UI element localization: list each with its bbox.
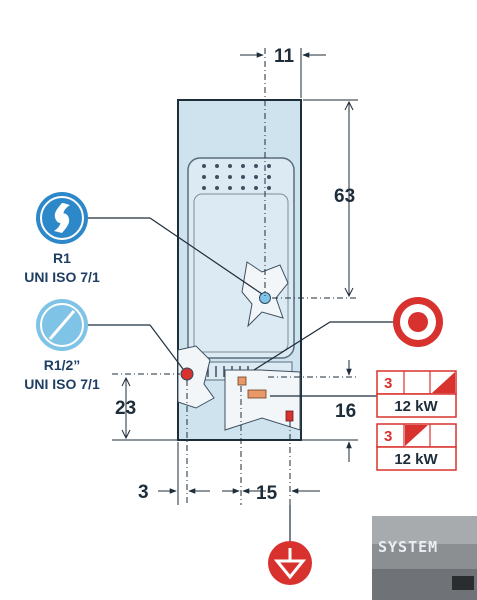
water-supply-icon — [36, 192, 88, 244]
watermark-text: SYSTEM — [378, 538, 438, 556]
dim-drain-height: 23 — [115, 398, 136, 419]
dim-elec-height: 16 — [335, 401, 356, 422]
phases-value: 3 — [384, 428, 392, 445]
watermark-logo: SYSTEM — [372, 516, 477, 600]
equipotential-icon — [268, 505, 312, 585]
dimension-lines — [112, 48, 358, 505]
dim-top-offset: 11 — [274, 46, 295, 67]
earth-point — [285, 410, 294, 422]
power-value: 12 kW — [394, 451, 438, 468]
power-option-2: 3 12 kW — [376, 423, 457, 471]
dim-height-water: 63 — [334, 186, 355, 207]
water-inlet-standard: UNI ISO 7/1 — [24, 269, 100, 285]
appliance-body — [177, 99, 302, 441]
water-inlet-point — [259, 292, 271, 304]
electrical-point-main — [247, 389, 267, 399]
drain-label: R1/2” — [44, 357, 81, 373]
electrical-connection-icon — [393, 297, 443, 347]
power-value: 12 kW — [394, 398, 438, 415]
drain-point — [180, 367, 194, 381]
phases-value: 3 — [384, 375, 392, 392]
leader-lines — [86, 217, 393, 397]
power-option-1: 3 12 kW — [376, 370, 457, 418]
drain-standard: UNI ISO 7/1 — [24, 376, 100, 392]
dim-spacing: 15 — [256, 483, 278, 504]
vent-grille — [202, 164, 271, 190]
electrical-point-small — [237, 376, 247, 386]
dim-left-offset: 3 — [138, 482, 149, 503]
phase-indicator-icon — [432, 372, 455, 393]
drain-icon — [36, 299, 88, 351]
phase-indicator-icon — [405, 425, 428, 446]
water-inlet-label: R1 — [53, 250, 71, 266]
